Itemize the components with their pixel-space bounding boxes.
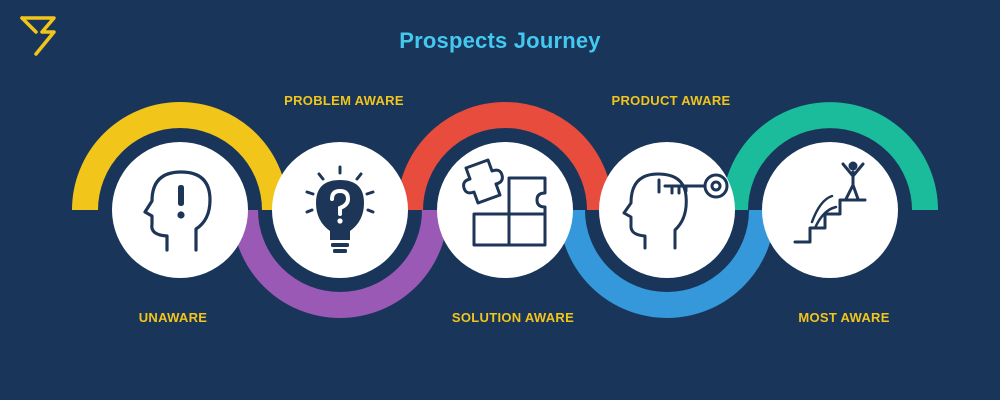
brand-logo-icon xyxy=(20,16,56,56)
stage-label-product-aware: PRODUCT AWARE xyxy=(611,93,731,108)
arc-most-aware xyxy=(722,102,938,211)
stage-label-unaware: UNAWARE xyxy=(138,310,208,325)
circle-product-aware xyxy=(599,142,735,278)
arc-product-aware xyxy=(559,209,775,318)
circle-unaware xyxy=(112,142,248,278)
puzzle-pieces-icon xyxy=(462,158,547,247)
stage-label-problem-aware: PROBLEM AWARE xyxy=(284,93,404,108)
lightbulb-question-icon xyxy=(305,165,375,253)
person-stairs-icon xyxy=(793,161,867,244)
circle-solution-aware xyxy=(437,142,573,278)
head-exclamation-icon xyxy=(143,170,212,252)
stage-label-solution-aware: SOLUTION AWARE xyxy=(451,310,575,325)
page-title: Prospects Journey xyxy=(399,28,601,53)
arc-problem-aware xyxy=(232,209,448,318)
stage-label-most-aware: MOST AWARE xyxy=(798,310,890,325)
arc-unaware xyxy=(72,102,288,211)
arc-solution-aware xyxy=(397,102,613,211)
head-key-icon xyxy=(622,172,729,250)
